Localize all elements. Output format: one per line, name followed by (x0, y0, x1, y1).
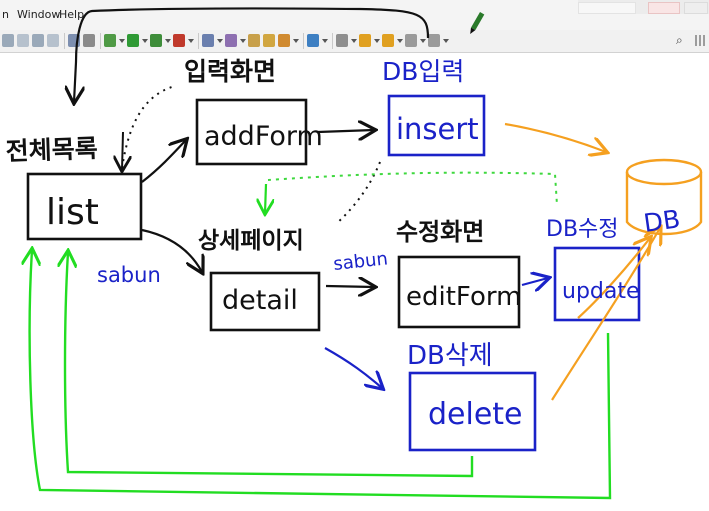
label-db: DB (642, 204, 682, 238)
arrow-edit-to-update (521, 278, 548, 285)
system-tray (578, 0, 709, 14)
tray-control-icon[interactable] (684, 2, 708, 14)
arrow-insert-to-db (504, 122, 606, 152)
box-addform-label: addForm (204, 121, 323, 152)
box-detail (209, 271, 321, 332)
chevron-down-icon[interactable] (217, 38, 223, 44)
debug-icon[interactable] (104, 34, 116, 47)
label-detail-title: 상세페이지 (198, 228, 304, 254)
new-package-icon[interactable] (225, 34, 237, 47)
database-cylinder-icon (625, 158, 703, 236)
label-insert-title: DB입력 (382, 57, 464, 86)
green-delete-to-list (65, 252, 474, 478)
redo-icon[interactable] (17, 34, 29, 47)
next-annotation-icon[interactable] (382, 34, 394, 47)
dotted-return-to-list (122, 131, 123, 170)
arrow-detail-to-delete (324, 347, 382, 388)
perspective-grid-icon[interactable] (695, 35, 707, 46)
box-list-label: list (46, 192, 99, 233)
box-insert-label: insert (396, 112, 479, 146)
green-insert-to-detail-arrow (265, 183, 266, 213)
globe-icon[interactable] (307, 34, 319, 47)
tray-badge-icon[interactable] (648, 2, 680, 14)
toolbar-separator (100, 33, 101, 49)
nav-forward-icon[interactable] (428, 34, 440, 47)
box-addform (195, 98, 308, 166)
prev-annotation-icon[interactable] (359, 34, 371, 47)
menu-item-window[interactable]: Window (17, 8, 61, 21)
main-toolbar: ⌕ (0, 30, 709, 53)
arrow-update-to-db (577, 238, 650, 319)
box-insert (387, 94, 486, 157)
chevron-down-icon[interactable] (420, 38, 426, 44)
box-update (553, 246, 641, 322)
arrow-list-to-add (141, 140, 186, 183)
label-param-detail-to-edit: sabun (332, 248, 389, 275)
arrow-add-to-insert (317, 130, 374, 132)
label-delete-title: DB삭제 (407, 341, 493, 371)
toolbar-separator (303, 33, 304, 49)
chevron-down-icon[interactable] (374, 38, 380, 44)
new-java-project-icon[interactable] (202, 34, 214, 47)
chevron-down-icon[interactable] (142, 38, 148, 44)
back-icon[interactable] (32, 34, 44, 47)
dotted-insert-to-detail (335, 161, 381, 225)
external-tools-icon[interactable] (173, 34, 185, 47)
label-list-title: 전체목록 (5, 134, 98, 166)
chevron-down-icon[interactable] (119, 38, 125, 44)
green-update-to-list (30, 250, 612, 500)
box-detail-label: detail (222, 285, 298, 316)
green-dotted-insert-to-detail (267, 171, 558, 206)
toolbar-separator (64, 33, 65, 49)
pen-cursor-icon (470, 12, 485, 35)
coverage-icon[interactable] (150, 34, 162, 47)
print-icon[interactable] (83, 34, 95, 47)
box-list (26, 172, 143, 241)
chevron-down-icon[interactable] (397, 38, 403, 44)
chevron-down-icon[interactable] (351, 38, 357, 44)
arrow-delete-to-db (551, 228, 660, 401)
dotted-list-to-add (121, 85, 176, 169)
box-editform (397, 255, 521, 329)
menu-item-run[interactable]: n (2, 8, 9, 21)
chevron-down-icon[interactable] (443, 38, 449, 44)
run-icon[interactable] (127, 34, 139, 47)
box-delete (408, 371, 537, 452)
arrow-detail-to-edit (325, 286, 374, 287)
menu-bar: n Window Help (0, 0, 709, 31)
forward-icon[interactable] (47, 34, 59, 47)
label-add-title: 입력화면 (184, 57, 276, 86)
pin-icon[interactable] (336, 34, 348, 47)
tray-window-icon[interactable] (578, 2, 636, 14)
label-update-title: DB수정 (546, 217, 619, 242)
box-editform-label: editForm (406, 282, 521, 312)
chevron-down-icon[interactable] (188, 38, 194, 44)
chevron-down-icon[interactable] (240, 38, 246, 44)
undo-icon[interactable] (2, 34, 14, 47)
search-icon[interactable]: ⌕ (676, 33, 683, 47)
menu-item-help[interactable]: Help (59, 8, 85, 21)
label-param-list-to-detail: sabun (97, 263, 161, 287)
edit-icon[interactable] (278, 34, 290, 47)
chevron-down-icon[interactable] (165, 38, 171, 44)
toolbar-separator (198, 33, 199, 49)
toolbar-separator (332, 33, 333, 49)
label-edit-title: 수정화면 (396, 218, 484, 246)
chevron-down-icon[interactable] (293, 38, 299, 44)
nav-back-icon[interactable] (405, 34, 417, 47)
return-to-list-arrow (74, 7, 430, 102)
open-folder-icon[interactable] (263, 34, 275, 47)
box-delete-label: delete (428, 397, 523, 432)
arrow-list-to-detail (141, 228, 202, 272)
open-type-icon[interactable] (248, 34, 260, 47)
chevron-down-icon[interactable] (322, 38, 328, 44)
box-update-label: update (562, 279, 640, 304)
